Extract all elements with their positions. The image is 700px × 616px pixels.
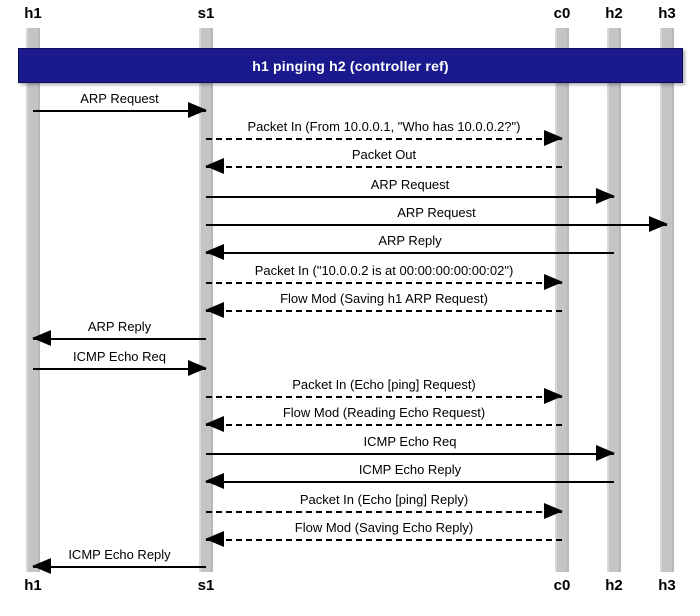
arrowhead-right-icon [649, 216, 668, 232]
lifeline-bar-h3 [660, 28, 674, 572]
arrowhead-right-icon [544, 130, 563, 146]
arrowhead-right-icon [596, 445, 615, 461]
message-line-dashed [206, 539, 562, 541]
lifeline-top-label-s1: s1 [197, 5, 215, 22]
lifeline-bar-h1 [26, 28, 40, 572]
arrowhead-left-icon [205, 302, 224, 318]
diagram-title-text: h1 pinging h2 (controller ref) [252, 57, 449, 74]
message-line-solid [33, 566, 206, 568]
message-line-solid [206, 224, 667, 226]
lifeline-bottom-label-h2: h2 [605, 577, 623, 594]
message-line-dashed [206, 396, 562, 398]
lifeline-bottom-label-h3: h3 [658, 577, 676, 594]
lifeline-top-label-h1: h1 [24, 5, 42, 22]
arrowhead-left-icon [205, 531, 224, 547]
arrowhead-right-icon [188, 360, 207, 376]
message-label: Packet In (Echo [ping] Request) [292, 377, 476, 392]
message-line-dashed [206, 166, 562, 168]
message-label: ICMP Echo Req [363, 434, 457, 449]
message-line-dashed [206, 282, 562, 284]
arrowhead-right-icon [188, 102, 207, 118]
lifeline-bottom-label-h1: h1 [24, 577, 42, 594]
arrowhead-left-icon [32, 558, 51, 574]
message-line-solid [206, 252, 614, 254]
message-label: Flow Mod (Saving Echo Reply) [294, 520, 474, 535]
arrowhead-right-icon [544, 388, 563, 404]
message-line-dashed [206, 138, 562, 140]
message-label: ARP Request [370, 177, 450, 192]
message-label: ARP Reply [87, 319, 152, 334]
arrowhead-left-icon [205, 473, 224, 489]
message-line-dashed [206, 310, 562, 312]
lifeline-top-label-c0: c0 [553, 5, 571, 22]
message-label: ARP Request [397, 205, 476, 220]
message-label: Packet In (Echo [ping] Reply) [299, 492, 469, 507]
lifeline-bar-h2 [607, 28, 621, 572]
message-label: ARP Request [80, 91, 159, 106]
message-label: ARP Reply [378, 233, 442, 248]
arrowhead-left-icon [205, 416, 224, 432]
arrowhead-left-icon [205, 244, 224, 260]
message-label: Flow Mod (Reading Echo Request) [282, 405, 486, 420]
arrowhead-left-icon [205, 158, 224, 174]
lifeline-top-label-h2: h2 [605, 5, 623, 22]
message-line-solid [206, 481, 614, 483]
message-label: Packet In (From 10.0.0.1, "Who has 10.0.… [247, 119, 521, 134]
message-line-solid [33, 110, 206, 112]
message-label: Flow Mod (Saving h1 ARP Request) [280, 291, 488, 306]
message-line-dashed [206, 511, 562, 513]
message-line-solid [206, 196, 614, 198]
message-line-solid [33, 368, 206, 370]
arrowhead-right-icon [544, 274, 563, 290]
lifeline-top-label-h3: h3 [658, 5, 676, 22]
arrowhead-right-icon [544, 503, 563, 519]
message-label: ICMP Echo Reply [358, 462, 462, 477]
message-label: ICMP Echo Req [73, 349, 166, 364]
lifeline-bar-c0 [555, 28, 569, 572]
message-line-solid [206, 453, 614, 455]
message-label: Packet Out [351, 147, 417, 162]
arrowhead-right-icon [596, 188, 615, 204]
message-label: Packet In ("10.0.0.2 is at 00:00:00:00:0… [254, 263, 514, 278]
message-label: ICMP Echo Reply [68, 547, 171, 562]
lifeline-bottom-label-c0: c0 [553, 577, 571, 594]
message-line-dashed [206, 424, 562, 426]
lifeline-bottom-label-s1: s1 [197, 577, 215, 594]
message-line-solid [33, 338, 206, 340]
arrowhead-left-icon [32, 330, 51, 346]
diagram-title-bar: h1 pinging h2 (controller ref) [18, 48, 683, 83]
